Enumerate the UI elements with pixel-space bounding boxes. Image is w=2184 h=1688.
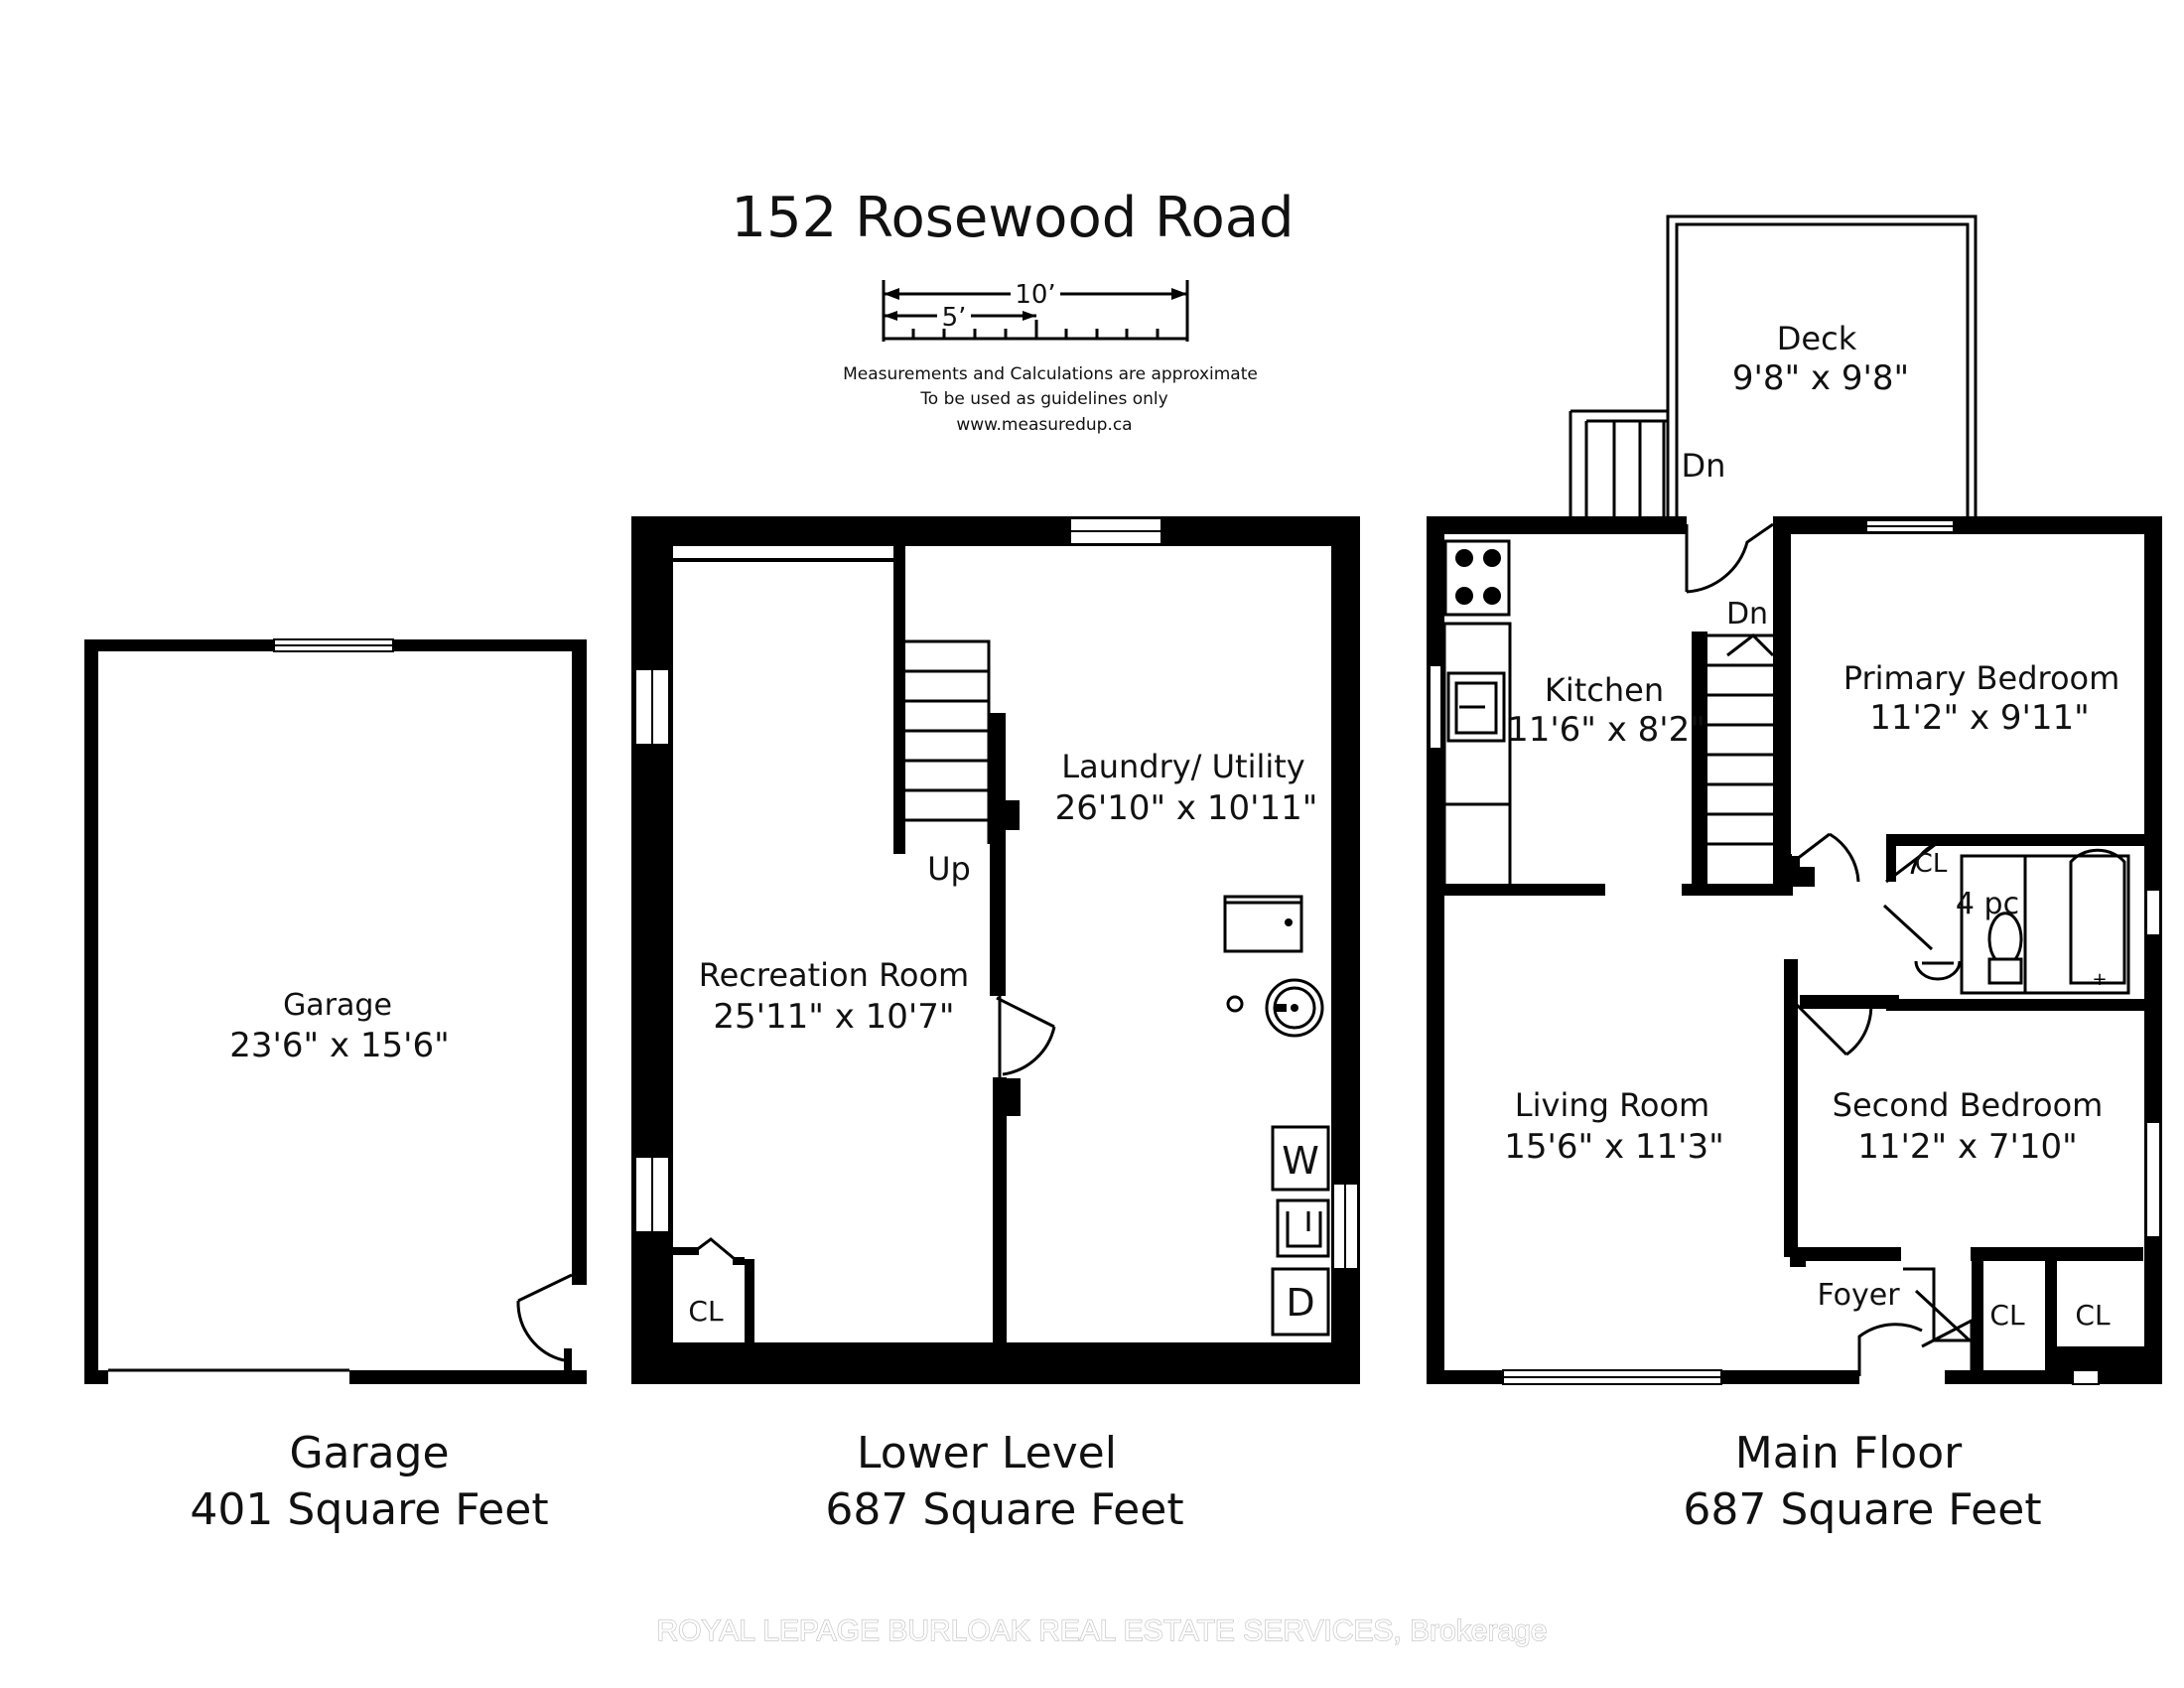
garage-footer-area: 401 Square Feet	[190, 1484, 548, 1535]
recreation-room-size: 25'11" x 10'7"	[713, 997, 954, 1037]
garage-room-size: 23'6" x 15'6"	[229, 1026, 450, 1065]
bath-closet-label: CL	[1915, 849, 1948, 879]
deck-room-size: 9'8" x 9'8"	[1732, 358, 1909, 398]
kitchen-room-name: Kitchen	[1545, 671, 1664, 709]
main-footer-name: Main Floor	[1735, 1428, 1963, 1478]
primary-bedroom-size: 11'2" x 9'11"	[1869, 698, 2090, 738]
bath-label: 4 pc	[1956, 887, 2019, 921]
deck-room-name: Deck	[1777, 320, 1857, 357]
disclaimer-line-1: Measurements and Calculations are approx…	[843, 364, 1258, 384]
stairs-down-label: Dn	[1726, 597, 1768, 632]
foyer-label: Foyer	[1817, 1278, 1900, 1313]
lower-up-label: Up	[927, 850, 971, 888]
living-room-size: 15'6" x 11'3"	[1504, 1127, 1724, 1167]
scale-label-5: 5’	[942, 303, 967, 333]
washer-label: W	[1282, 1139, 1319, 1183]
kitchen-room-size: 11'6" x 8'2"	[1507, 710, 1706, 750]
garage-footer-name: Garage	[289, 1428, 449, 1478]
disclaimer-line-2: To be used as guidelines only	[919, 389, 1167, 409]
living-room-name: Living Room	[1515, 1086, 1709, 1124]
lower-closet-label: CL	[688, 1295, 724, 1328]
laundry-room-name: Laundry/ Utility	[1061, 748, 1304, 785]
scale-label-10: 10’	[1015, 280, 1055, 310]
svg-text:+: +	[2092, 969, 2107, 990]
entry-closet-label: CL	[2075, 1299, 2111, 1332]
lower-footer-name: Lower Level	[857, 1428, 1117, 1478]
primary-bedroom-name: Primary Bedroom	[1843, 659, 2120, 697]
second-bedroom-name: Second Bedroom	[1833, 1086, 2104, 1124]
lower-level-plan	[631, 516, 1360, 1384]
second-bedroom-size: 11'2" x 7'10"	[1857, 1127, 2078, 1167]
deck-down-label: Dn	[1682, 447, 1726, 485]
lower-footer-area: 687 Square Feet	[825, 1484, 1183, 1535]
recreation-room-name: Recreation Room	[699, 956, 969, 994]
garage-room-name: Garage	[283, 988, 392, 1023]
disclaimer-line-3: www.measuredup.ca	[956, 415, 1132, 435]
main-floor-plan: +	[1427, 214, 2162, 1385]
brokerage-watermark: ROYAL LEPAGE BURLOAK REAL ESTATE SERVICE…	[657, 1615, 1548, 1647]
garage-plan	[84, 638, 587, 1384]
laundry-room-size: 26'10" x 10'11"	[1055, 788, 1318, 828]
plan-title: 152 Rosewood Road	[731, 186, 1294, 250]
scale-bar: 10’ 5’	[882, 280, 1189, 342]
foyer-closet-label: CL	[1989, 1299, 2025, 1332]
main-footer-area: 687 Square Feet	[1683, 1484, 2041, 1535]
dryer-label: D	[1286, 1281, 1314, 1325]
